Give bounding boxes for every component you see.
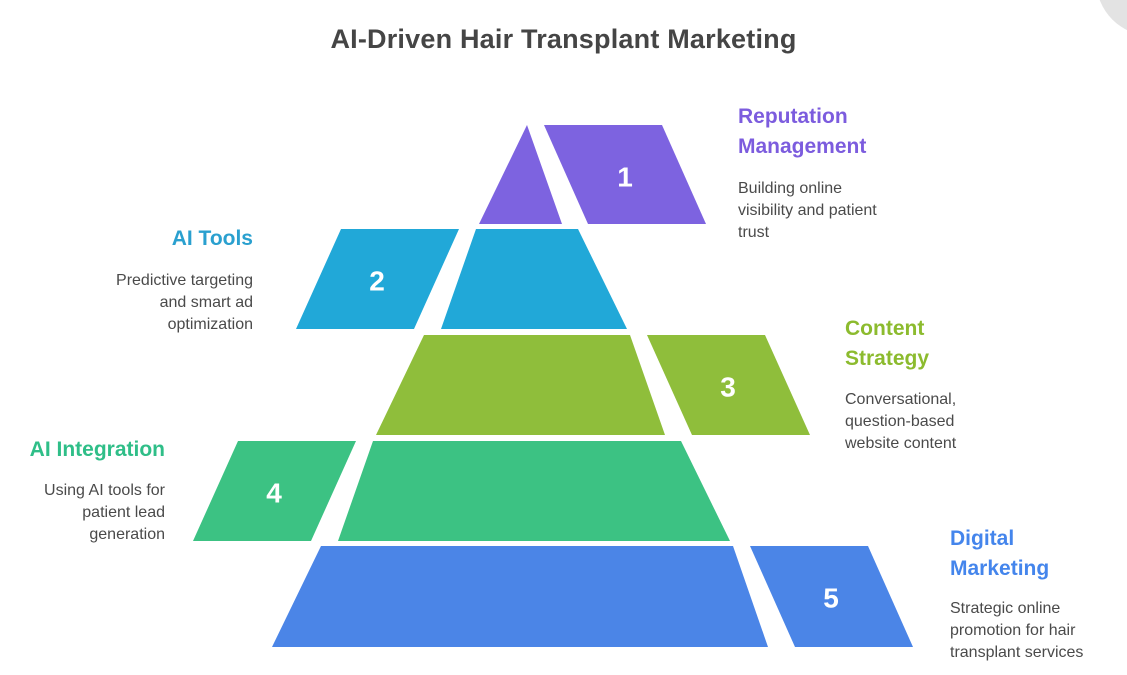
pyramid-level-4: 4: [193, 441, 730, 541]
level-3-tab-shape: [647, 335, 810, 435]
level-2-body-shape: [441, 229, 627, 329]
level-5-tab-shape: [750, 546, 913, 647]
pyramid-level-2: 2: [296, 229, 627, 329]
level-4-tab-shape: [193, 441, 356, 541]
level-1-label-block: Reputation Management Building online vi…: [738, 102, 923, 244]
level-3-heading: Content Strategy: [845, 317, 930, 370]
level-4-label-block: AI Integration Using AI tools for patien…: [0, 435, 165, 546]
level-3-description: Conversational, question-based website c…: [845, 391, 957, 452]
level-2-description: Predictive targeting and smart ad optimi…: [116, 272, 253, 333]
level-2-label-block: AI Tools Predictive targeting and smart …: [53, 224, 253, 336]
level-5-label-block: Digital Marketing Strategic online promo…: [950, 524, 1110, 664]
level-4-description: Using AI tools for patient lead generati…: [44, 482, 165, 543]
page-title: AI-Driven Hair Transplant Marketing: [330, 24, 797, 54]
level-1-description: Building online visibility and patient t…: [738, 180, 877, 241]
pyramid-level-1: 1: [479, 125, 706, 224]
level-3-body-shape: [376, 335, 665, 435]
level-2-number: 2: [369, 266, 385, 297]
level-1-heading: Reputation Management: [738, 105, 867, 158]
level-1-tab-shape: [544, 125, 706, 224]
level-5-number: 5: [823, 583, 839, 614]
level-4-heading: AI Integration: [29, 438, 165, 461]
level-5-heading: Digital Marketing: [950, 527, 1050, 580]
level-1-body-shape: [479, 125, 562, 224]
level-5-body-shape: [272, 546, 768, 647]
level-5-description: Strategic online promotion for hair tran…: [950, 600, 1084, 661]
level-3-number: 3: [720, 372, 736, 403]
pyramid-level-5: 5: [272, 546, 913, 647]
level-3-label-block: Content Strategy Conversational, questio…: [845, 314, 995, 455]
level-2-tab-shape: [296, 229, 459, 329]
level-2-heading: AI Tools: [171, 227, 253, 250]
pyramid-level-3: 3: [376, 335, 810, 435]
level-4-body-shape: [338, 441, 730, 541]
level-1-number: 1: [617, 162, 633, 193]
level-4-number: 4: [266, 478, 282, 509]
